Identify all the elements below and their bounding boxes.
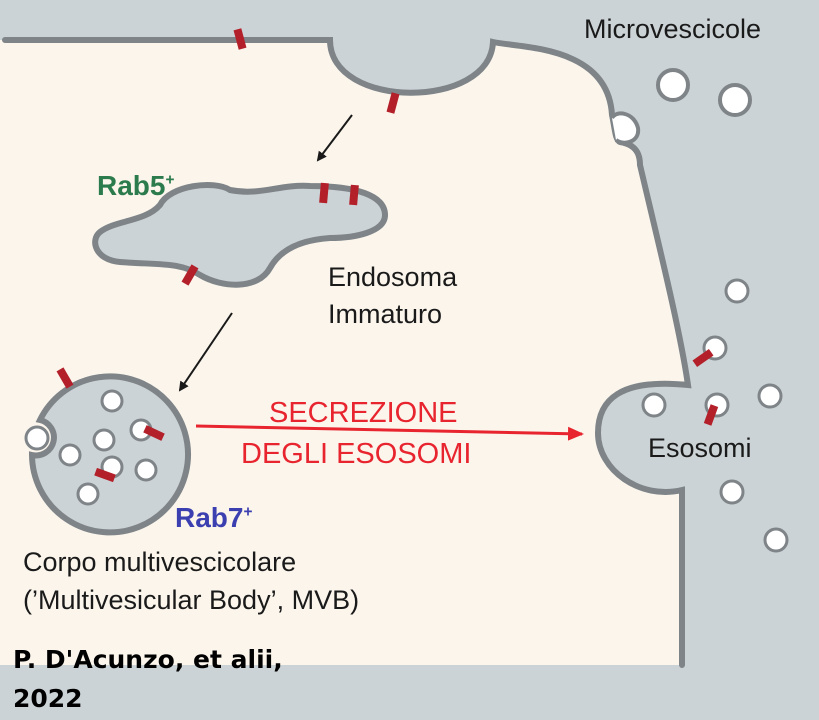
multivesicular-body xyxy=(28,373,191,536)
mvb-label-line2: (’Multivesicular Body’, MVB) xyxy=(23,585,360,615)
exosome xyxy=(719,479,745,505)
maturation-arrow xyxy=(178,312,233,392)
early-endosome-label-line1: Endosoma xyxy=(328,262,458,292)
intraluminal-vesicle xyxy=(58,443,82,467)
rab7-text: Rab7 xyxy=(175,502,244,533)
exosome xyxy=(757,383,783,409)
rab7-label: Rab7+ xyxy=(175,504,252,532)
secretion-label-line2: DEGLI ESOSOMI xyxy=(241,438,472,470)
citation-line2: 2022 xyxy=(13,684,83,713)
citation-line1: P. D'Acunzo, et alii, xyxy=(13,645,283,674)
membrane-marker xyxy=(181,264,199,286)
exosome xyxy=(763,527,789,553)
membrane-marker xyxy=(56,367,74,389)
rab7-sup: + xyxy=(243,503,253,521)
membrane-marker xyxy=(349,184,359,206)
microvesicle-bud xyxy=(610,111,641,145)
membrane-marker xyxy=(692,348,714,368)
secretion-arrow xyxy=(195,424,584,441)
membrane-marker xyxy=(233,28,247,50)
membrane-marker xyxy=(319,182,329,204)
intraluminal-vesicle xyxy=(76,482,100,506)
early-endosome xyxy=(92,182,389,288)
secretion-label-line1: SECREZIONE xyxy=(269,397,458,429)
exosome xyxy=(641,392,667,418)
membrane-marker xyxy=(386,92,400,114)
intraluminal-vesicle xyxy=(134,458,158,482)
rab5-sup: + xyxy=(165,171,175,189)
membrane-marker xyxy=(143,425,165,441)
microvesicle xyxy=(718,83,752,117)
exosomes-label: Esosomi xyxy=(648,433,752,463)
endocytosis-arrow xyxy=(316,114,353,162)
exosome xyxy=(724,278,750,304)
membrane-marker xyxy=(703,404,719,426)
plasma-membrane xyxy=(2,37,692,668)
intraluminal-vesicle xyxy=(92,428,116,452)
microvesicle xyxy=(656,68,690,102)
mvb-label-line1: Corpo multivescicolare xyxy=(23,547,297,577)
rab5-label: Rab5+ xyxy=(97,172,174,200)
mvb-bud xyxy=(24,425,50,451)
microvesicles-label: Microvescicole xyxy=(584,14,762,44)
rab5-text: Rab5 xyxy=(97,170,166,201)
membrane-marker xyxy=(94,467,116,483)
early-endosome-label-line2: Immaturo xyxy=(328,299,443,329)
intraluminal-vesicle xyxy=(100,389,124,413)
